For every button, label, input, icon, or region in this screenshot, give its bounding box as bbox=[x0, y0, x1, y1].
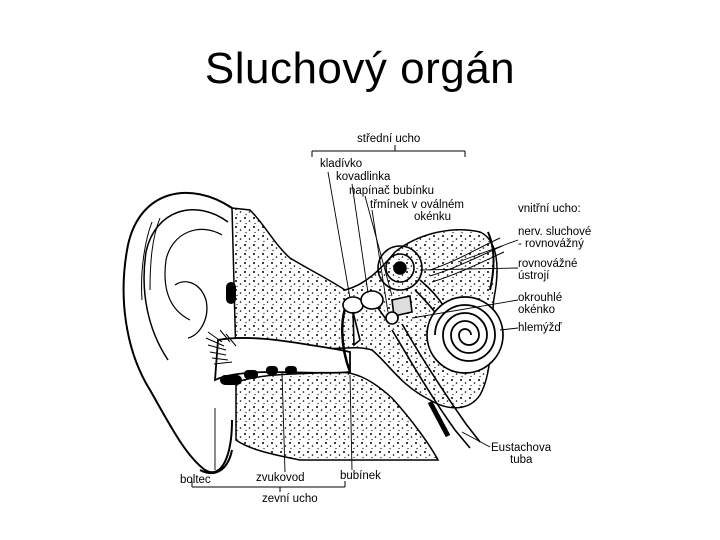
label-kovadlinka: kovadlinka bbox=[336, 171, 391, 183]
leader-lines bbox=[214, 171, 519, 473]
label-trminek-line2: okénku bbox=[414, 211, 452, 223]
label-nerv-line1: nerv. sluchové bbox=[518, 226, 592, 238]
label-nerv-line2: - rovnovážný bbox=[518, 238, 584, 250]
label-eustachova-line2: tuba bbox=[510, 454, 533, 466]
label-vnitrni-ucho: vnitřní ucho: bbox=[518, 203, 581, 215]
outer-ear-bracket bbox=[191, 481, 346, 492]
label-hlemyzd: hlemýžď bbox=[518, 322, 562, 334]
label-rovnovazne-line2: ústrojí bbox=[518, 270, 550, 282]
eustachian-tube-shape bbox=[391, 323, 481, 449]
canal-hairs-shape bbox=[205, 329, 237, 365]
label-rovnovazne-line1: rovnovážné bbox=[518, 258, 578, 270]
page-title: Sluchový orgán bbox=[204, 44, 516, 93]
ossicles-shape bbox=[340, 290, 413, 373]
label-trminek-line1: třmínek v oválném bbox=[370, 199, 464, 211]
label-eustachova-line1: Eustachova bbox=[491, 442, 552, 454]
label-bubinek: bubínek bbox=[340, 470, 381, 482]
label-okrouhle-line2: okénko bbox=[518, 304, 556, 316]
cochlea-shape bbox=[426, 296, 504, 374]
label-stredni-ucho: střední ucho bbox=[357, 133, 421, 145]
label-zvukovod: zvukovod bbox=[256, 472, 305, 484]
nerve-shape bbox=[429, 231, 505, 291]
label-okrouhle-line1: okrouhlé bbox=[518, 292, 563, 304]
label-boltec: boltec bbox=[180, 474, 211, 486]
middle-ear-bracket bbox=[311, 145, 466, 157]
temporal-bone-shape bbox=[231, 207, 498, 461]
cartilage-shapes bbox=[220, 282, 297, 385]
label-napinac-bubinku: napínač bubínku bbox=[349, 185, 435, 197]
pinna-shape bbox=[122, 191, 233, 475]
label-kladivko: kladívko bbox=[320, 158, 363, 170]
label-zevni-ucho: zevní ucho bbox=[262, 493, 318, 505]
